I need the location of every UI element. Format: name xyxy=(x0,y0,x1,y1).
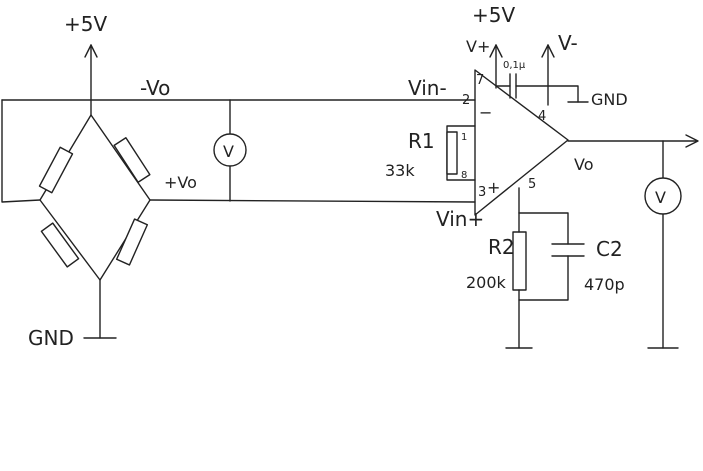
r2-resistor xyxy=(512,231,527,291)
label-r1-value: 33k xyxy=(385,161,415,180)
label-gnd-right: GND xyxy=(591,90,628,109)
bridge-resistor-bottom-right xyxy=(115,218,149,266)
label-meter-right: V xyxy=(655,188,666,207)
r2-c2-top-rail xyxy=(518,212,569,245)
label-c2: C2 xyxy=(596,237,623,261)
label-r2: R2 xyxy=(488,235,515,259)
label-supply-top: +5V xyxy=(472,3,515,27)
c2-bottom-rail xyxy=(518,255,569,301)
label-vminus: V- xyxy=(558,31,578,55)
bridge-left-loop xyxy=(1,99,41,203)
label-pin1: 1 xyxy=(461,132,467,143)
label-pin5: 5 xyxy=(528,177,536,192)
label-vin-plus: Vin+ xyxy=(436,207,484,231)
cap-gnd-wire xyxy=(515,85,579,103)
label-pin3: 3 xyxy=(478,185,486,200)
pos-vo-wire xyxy=(149,199,476,203)
vminus-arrow-icon xyxy=(541,44,555,58)
label-r2-value: 200k xyxy=(466,273,507,292)
output-arrow-icon xyxy=(685,134,699,148)
label-pos-vo: +Vo xyxy=(164,173,197,192)
label-vo-out: Vo xyxy=(574,155,594,174)
label-neg-vo: -Vo xyxy=(140,76,170,100)
label-vin-minus: Vin- xyxy=(408,76,447,100)
label-r1: R1 xyxy=(408,129,435,153)
cap-top-plates xyxy=(509,73,517,99)
r1-resistor xyxy=(446,131,458,175)
c2-plates xyxy=(551,243,585,257)
supply-arrow-left-icon xyxy=(84,44,98,58)
signal-wires xyxy=(1,99,476,203)
label-pin4: 4 xyxy=(538,109,546,124)
label-meter-left: V xyxy=(223,142,234,161)
op-amp-triangle xyxy=(474,69,569,216)
bridge-resistor-top-left xyxy=(38,146,74,194)
label-plus-sign: + xyxy=(487,178,500,197)
voltmeter-left-icon xyxy=(213,133,247,167)
label-cap-top: 0,1µ xyxy=(503,60,526,71)
label-pin7: 7 xyxy=(476,73,484,88)
bridge-resistor-bottom-left xyxy=(40,222,80,268)
vplus-arrow-icon xyxy=(489,44,503,58)
label-pin8: 8 xyxy=(461,170,467,181)
label-supply-left: +5V xyxy=(64,12,107,36)
label-pin2: 2 xyxy=(462,93,470,108)
label-gnd-left: GND xyxy=(28,326,74,350)
voltmeter-right-icon xyxy=(644,177,682,215)
wheatstone-bridge xyxy=(38,44,151,339)
label-vplus: V+ xyxy=(466,37,490,56)
label-minus-sign: − xyxy=(479,103,492,122)
label-c2-value: 470p xyxy=(584,275,625,294)
op-amp xyxy=(446,44,699,349)
bridge-resistor-top-right xyxy=(113,137,151,183)
